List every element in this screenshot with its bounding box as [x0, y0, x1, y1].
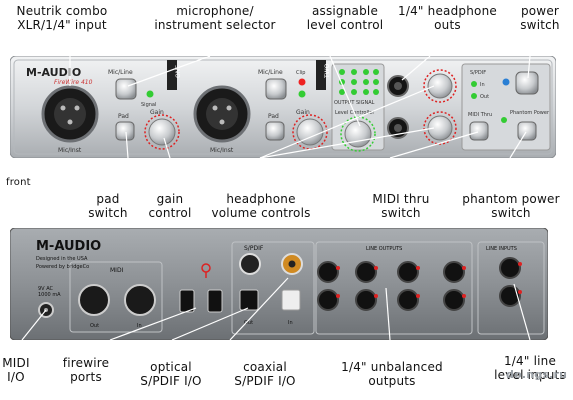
output-signal-leds [339, 69, 379, 95]
channel-two-label: TWO [324, 63, 331, 79]
line-outputs-label: LINE OUTPUTS [366, 246, 402, 252]
phantom-power-switch[interactable] [517, 121, 537, 141]
optical-in-port[interactable] [281, 289, 301, 311]
optical-out-label: Out [244, 320, 253, 326]
firewire-port-1[interactable] [179, 289, 195, 313]
mic-line-label-2: Mic/Line [258, 69, 283, 76]
mic-inst-selector-1[interactable] [115, 78, 137, 100]
channel-one-label: ONE [175, 65, 182, 78]
watermark: do.ngs.ru [506, 368, 568, 381]
back-brand: M-AUDIO [36, 239, 101, 254]
mic-inst-label-2: Mic/Inst [210, 147, 234, 154]
pad-switch-2[interactable] [265, 121, 285, 141]
optical-out-port[interactable] [239, 289, 259, 311]
pad-label-2: Pad [268, 113, 279, 120]
front-panel: M-AUDIO FireWire 410 Mic/Inst Mic/Line S… [10, 56, 556, 158]
midi-in-port[interactable] [124, 284, 156, 316]
midi-thru-label: MIDI Thru [468, 112, 492, 118]
label-coaxial: coaxial S/PDIF I/O [234, 360, 296, 388]
gain-label-1: Gain [150, 109, 164, 116]
midi-label: MIDI [110, 267, 124, 274]
headphone-volume-knob-1[interactable] [427, 73, 453, 99]
midi-in-label: In [137, 323, 142, 329]
spdif-out-led [471, 93, 477, 99]
label-midi-thru: MIDI thru switch [372, 192, 430, 220]
signal-led-1 [146, 90, 154, 98]
spdif-in-label: In [480, 82, 485, 88]
front-chassis [10, 56, 556, 158]
firewire-port-2[interactable] [207, 289, 223, 313]
pad-label-1: Pad [118, 113, 129, 120]
headphone-volume-knob-2[interactable] [427, 115, 453, 141]
signal-label-1: Signal [141, 102, 156, 108]
power-led [502, 78, 510, 86]
spdif-front-label: S/PDIF [470, 70, 486, 76]
mic-inst-selector-2[interactable] [265, 78, 287, 100]
phantom-power-label: Phantom Power [510, 110, 550, 116]
label-gain-control: gain control [148, 192, 192, 220]
optical-in-label: In [288, 320, 293, 326]
label-mic-inst-selector: microphone/ instrument selector [154, 4, 276, 32]
label-firewire: firewire ports [62, 356, 110, 384]
midi-out-label: Out [90, 323, 99, 329]
pad-switch-1[interactable] [115, 121, 135, 141]
power-switch[interactable] [515, 71, 539, 95]
mic-line-label-1: Mic/Line [108, 69, 133, 76]
signal-led-2 [298, 90, 306, 98]
gain-label-2: Gain [296, 109, 310, 116]
back-panel: M-AUDIO Designed in the USA Powered by b… [10, 228, 548, 340]
mic-inst-label-1: Mic/Inst [58, 147, 82, 154]
line-input-jacks[interactable] [499, 257, 521, 307]
firewire-icon [201, 263, 211, 278]
label-phantom-power: phantom power switch [462, 192, 560, 220]
front-brand: M-AUDIO [26, 66, 81, 79]
label-neutrik-combo: Neutrik combo XLR/1/4" input [16, 4, 108, 32]
line-output-jacks[interactable] [317, 261, 465, 311]
line-inputs-label: LINE INPUTS [486, 246, 517, 252]
label-front: front [6, 177, 31, 188]
clip-label: Clip [296, 70, 305, 76]
spdif-out-label: Out [480, 94, 489, 100]
label-line-level-inputs: 1/4" line level inputs [494, 354, 566, 382]
label-assignable-level: assignable level control [306, 4, 384, 32]
label-optical: optical S/PDIF I/O [140, 360, 202, 388]
spdif-in-led [471, 81, 477, 87]
label-unbalanced-outputs: 1/4" unbalanced outputs [341, 360, 443, 388]
label-pad-switch: pad switch [88, 192, 128, 220]
level-controller-label: Level Controller [335, 110, 375, 116]
back-powered: Powered by bridgeCo [36, 264, 89, 270]
clip-led-2 [298, 78, 306, 86]
midi-out-port[interactable] [78, 284, 110, 316]
label-power-switch: power switch [520, 4, 560, 32]
label-headphone-outs: 1/4" headphone outs [398, 4, 497, 32]
back-designed: Designed in the USA [36, 256, 88, 262]
front-model: FireWire 410 [54, 79, 93, 86]
phantom-power-led [501, 117, 507, 123]
label-midi-io: MIDI I/O [2, 356, 30, 384]
output-signal-label: OUTPUT SIGNAL [334, 100, 375, 106]
label-headphone-volume: headphone volume controls [211, 192, 311, 220]
coax-out-jack[interactable] [239, 253, 261, 275]
midi-thru-switch[interactable] [469, 121, 489, 141]
gain-knob-1[interactable] [148, 118, 176, 146]
spdif-back-label: S/PDIF [244, 245, 264, 252]
